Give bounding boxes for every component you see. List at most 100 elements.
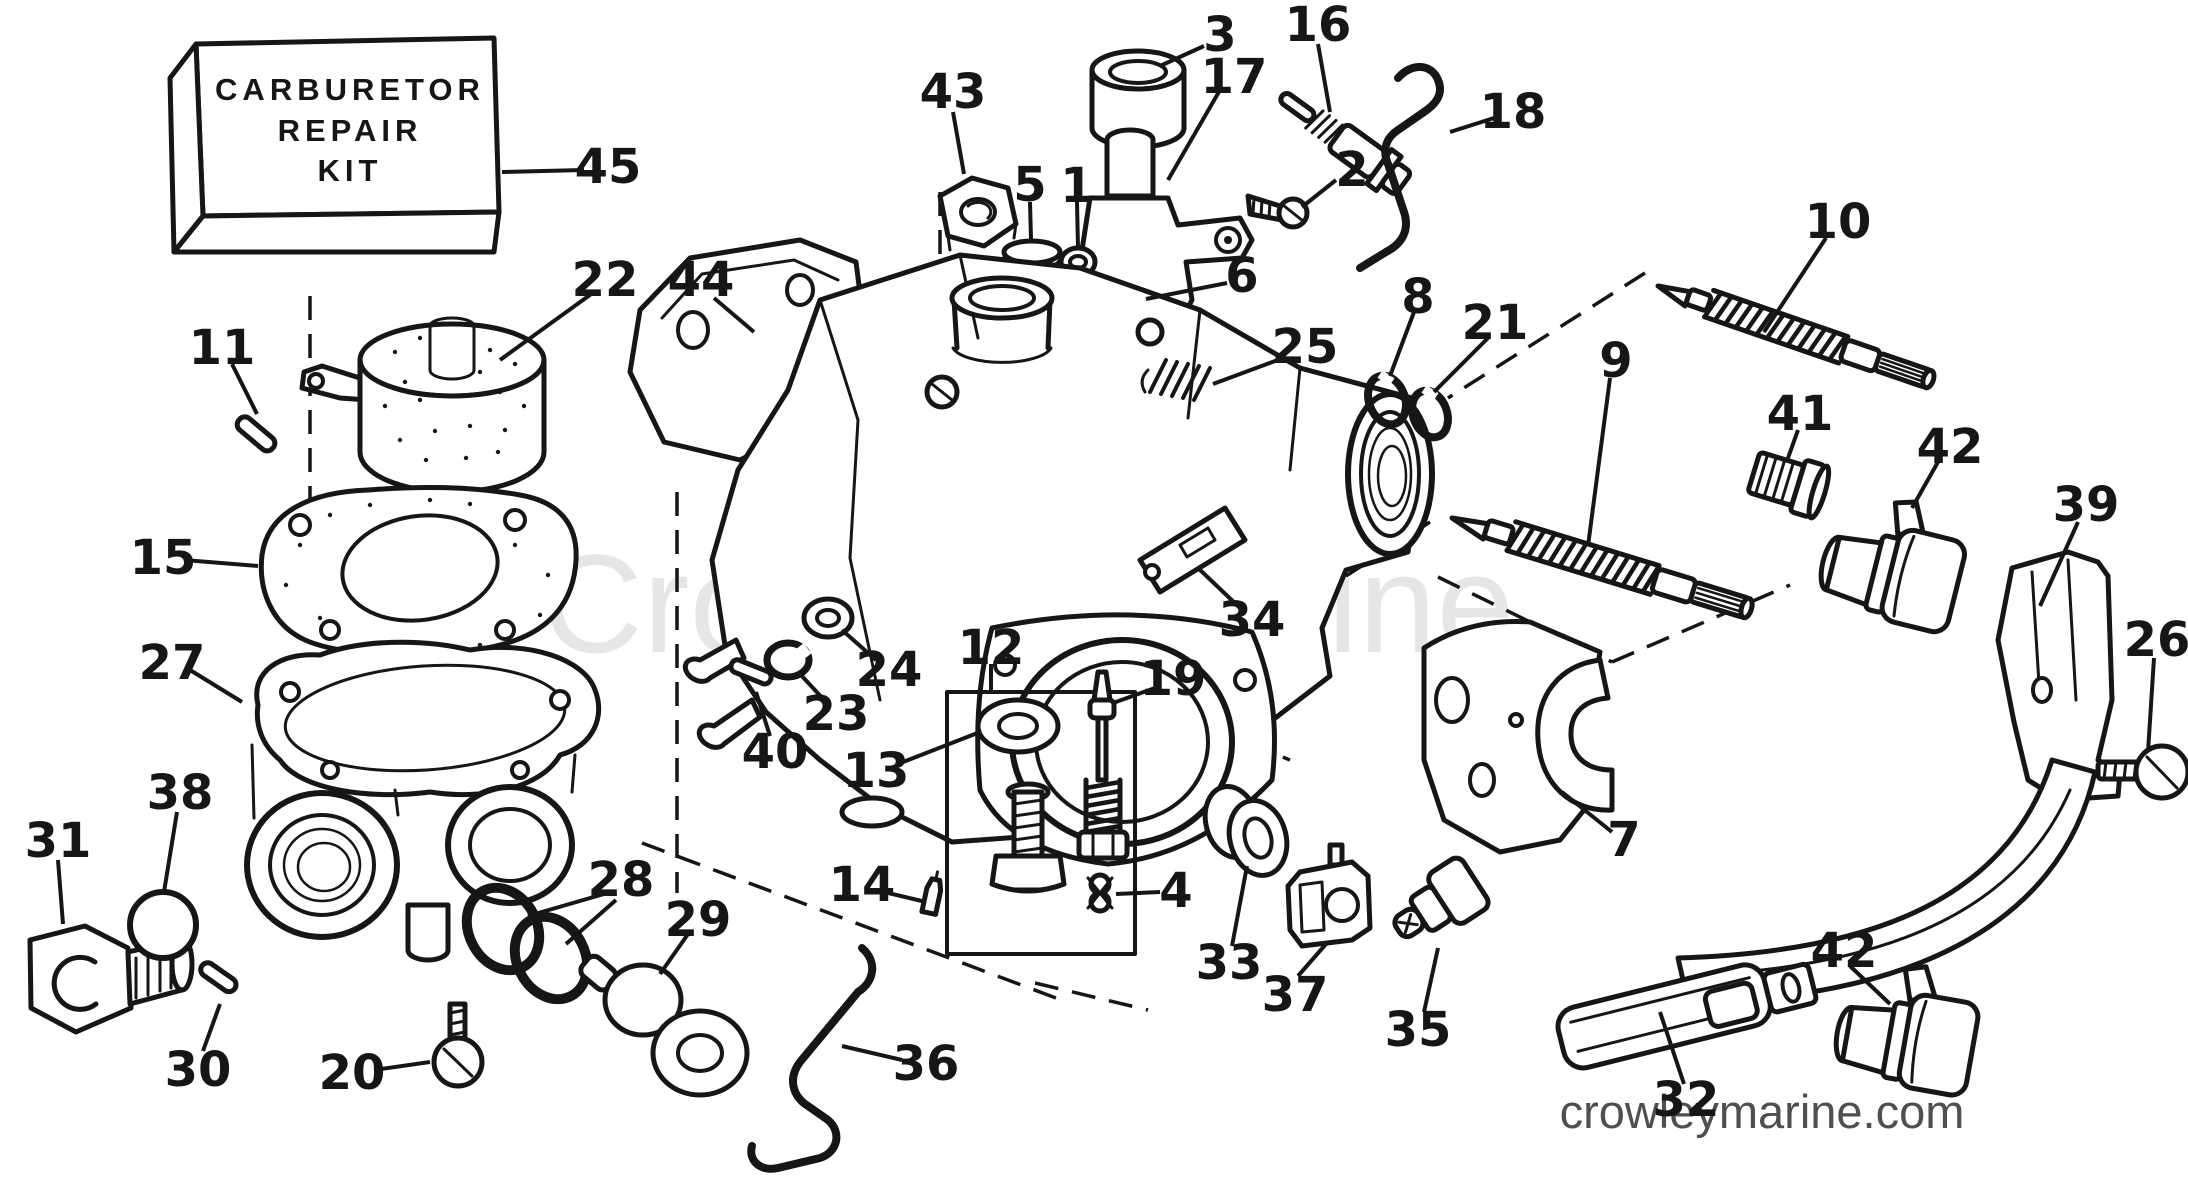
leader-line-17	[1166, 88, 1222, 182]
part-number-33: 33	[1196, 935, 1263, 991]
leader-line-26	[2146, 657, 2156, 753]
washer-part-24	[801, 596, 855, 640]
leader-line-38	[162, 811, 179, 893]
part-number-29: 29	[665, 892, 732, 948]
leader-line-4	[1115, 890, 1161, 896]
kit-box-line3: KIT	[318, 153, 383, 188]
leader-line-7	[1560, 790, 1614, 834]
part-number-5: 5	[1013, 157, 1046, 213]
fuel-fitting-part-29	[578, 953, 750, 1098]
part-number-7: 7	[1607, 812, 1640, 868]
part-number-24: 24	[856, 642, 923, 698]
screw-part-20	[431, 1001, 485, 1089]
metering-parts-box-12	[945, 690, 1137, 956]
leader-line-41	[1786, 429, 1800, 459]
watermark-site-url: crowleymarine.com	[1560, 1085, 1965, 1138]
leader-line-8	[1388, 311, 1416, 377]
leader-line-10	[1762, 236, 1828, 334]
leader-line-20	[373, 1060, 431, 1072]
roller-part-32	[1555, 961, 1819, 1071]
part-number-26: 26	[2124, 612, 2188, 668]
part-number-6: 6	[1225, 248, 1258, 304]
part-number-1: 1	[1060, 158, 1093, 214]
clamp-part-37	[1285, 842, 1373, 949]
part-number-12: 12	[958, 620, 1025, 676]
screw-part-26	[2095, 743, 2188, 801]
spring-part-25	[1140, 358, 1212, 402]
leader-line-36	[841, 1044, 903, 1062]
leader-line-24	[840, 628, 878, 662]
part-number-41: 41	[1767, 386, 1834, 442]
leader-line-23	[798, 672, 828, 704]
part-number-23: 23	[803, 686, 870, 742]
part-number-42a: 42	[1917, 419, 1984, 475]
leader-line-28	[527, 892, 605, 918]
part-number-25: 25	[1272, 319, 1339, 375]
leader-line-1	[1075, 201, 1080, 249]
part-number-8: 8	[1401, 269, 1434, 325]
cap-part-3	[1089, 48, 1187, 150]
plug-cap-part-38	[127, 889, 199, 961]
washer-part-8	[1364, 370, 1410, 429]
leader-line-18	[1449, 116, 1495, 134]
needle-valve-part-9	[1449, 515, 1755, 621]
part-number-45: 45	[575, 139, 642, 195]
needle-part-14	[919, 870, 944, 917]
leader-line-39	[2038, 521, 2080, 607]
leader-line-37	[1296, 942, 1328, 978]
carburetor-body	[627, 237, 1435, 867]
part-number-4: 4	[1159, 863, 1192, 919]
leader-line-31	[56, 859, 65, 925]
part-number-13: 13	[843, 743, 910, 799]
leader-line-2	[1300, 178, 1338, 209]
leader-line-32	[1658, 1011, 1686, 1085]
part-number-3: 3	[1203, 7, 1236, 63]
leader-line-45	[501, 168, 585, 174]
leader-line-42a	[1910, 461, 1940, 509]
part-number-39: 39	[2053, 477, 2120, 533]
leader-line-44	[712, 296, 756, 334]
kit-box-line2: REPAIR	[278, 113, 423, 148]
leader-line-21	[1432, 336, 1490, 394]
part-number-15: 15	[130, 530, 197, 586]
part-number-42b: 42	[1811, 923, 1878, 979]
packing-nut-part-41	[1746, 450, 1832, 521]
part-number-19: 19	[1140, 651, 1207, 707]
part-number-14: 14	[829, 857, 896, 913]
repair-kit-box: CARBURETOR REPAIR KIT	[167, 35, 502, 255]
leader-line-43	[951, 111, 966, 175]
part-number-34: 34	[1219, 592, 1286, 648]
leader-line-14	[883, 890, 927, 904]
part-number-27: 27	[139, 635, 206, 691]
float-hinge-pin-part-11	[234, 414, 278, 454]
leader-line-9	[1586, 377, 1612, 547]
part-number-16: 16	[1285, 0, 1352, 53]
leader-line-35	[1422, 947, 1440, 1013]
float-part-22	[299, 316, 547, 495]
part-number-21: 21	[1462, 295, 1529, 351]
leader-line-42b	[1848, 964, 1892, 1006]
screw-part-2	[1245, 193, 1310, 230]
part-number-31: 31	[25, 813, 92, 869]
part-number-30: 30	[165, 1042, 232, 1098]
leader-line-6	[1145, 281, 1228, 301]
part-number-17: 17	[1201, 49, 1268, 105]
leader-line-27	[188, 668, 244, 704]
leader-line-29	[658, 932, 690, 976]
leader-line-15	[183, 558, 259, 568]
leader-line-3	[1159, 44, 1205, 68]
leader-line-19	[1112, 686, 1156, 705]
hex-nut-part-43	[937, 175, 1019, 252]
kit-box-line1: CARBURETOR	[215, 72, 485, 107]
washer-part-23	[763, 639, 813, 681]
washer-part-21	[1408, 385, 1452, 442]
idle-needle-part-19	[1076, 669, 1130, 861]
part-number-22: 22	[572, 252, 639, 308]
leader-line-28	[564, 898, 618, 946]
leader-line-30	[201, 1003, 222, 1052]
leader-line-25	[1212, 355, 1287, 386]
part-number-20: 20	[319, 1045, 386, 1101]
